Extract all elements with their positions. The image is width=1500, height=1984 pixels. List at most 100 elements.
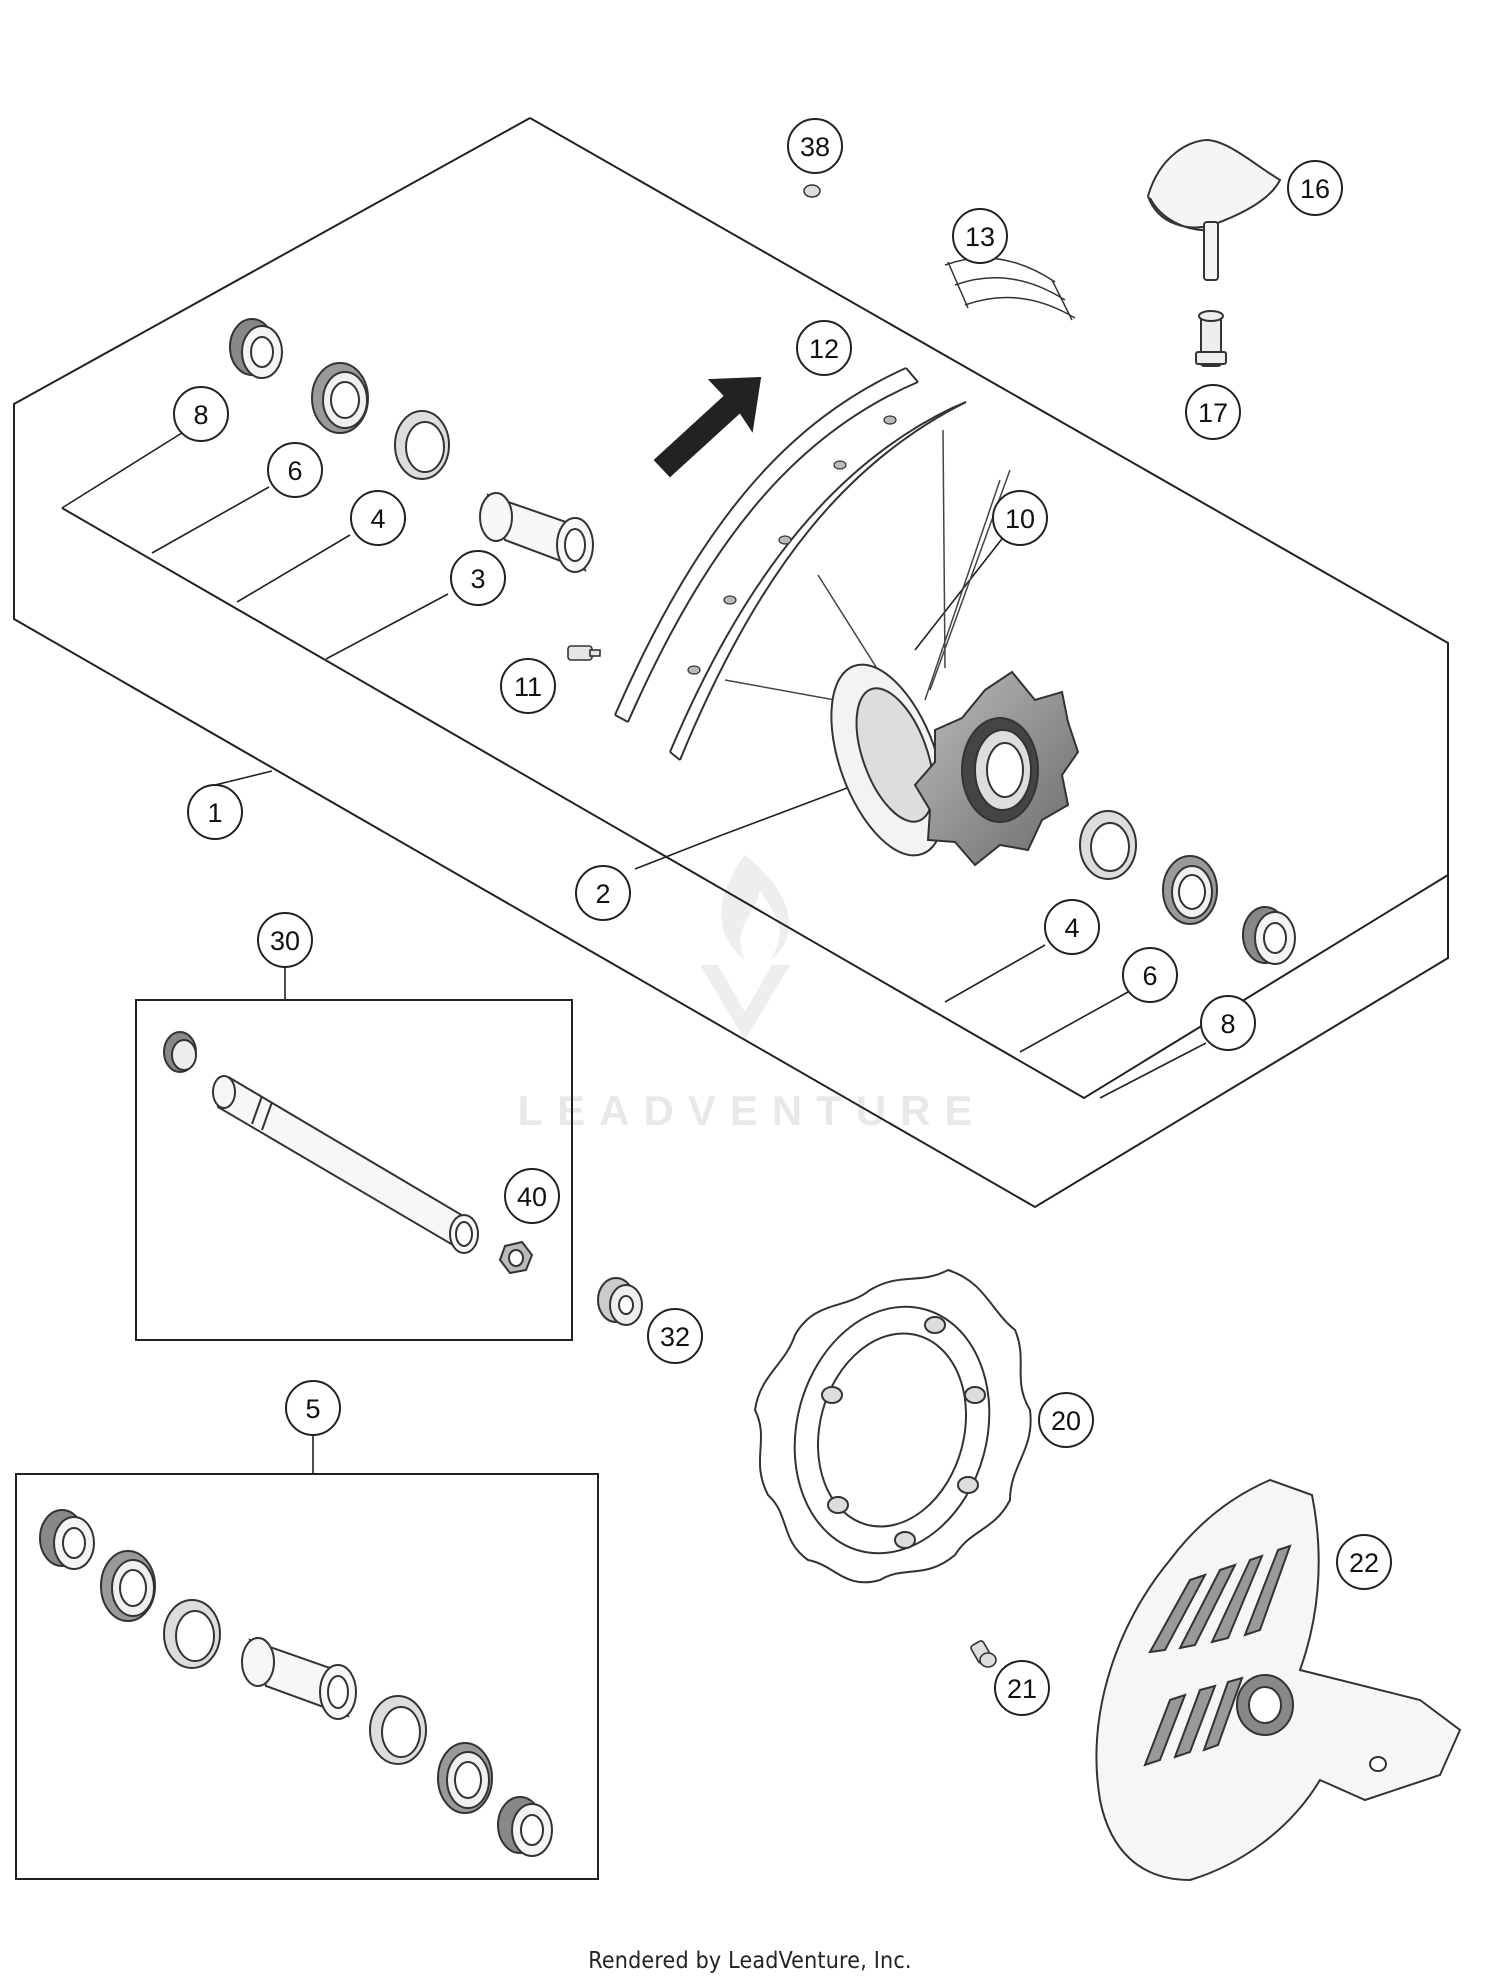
valve-nut-part [1195,310,1227,367]
callout-circle [1336,1534,1392,1590]
callout-circle [257,912,313,968]
callout-circle [504,1168,560,1224]
callout-label: 4 [1064,913,1079,943]
callout-17: 17 [1185,384,1241,440]
callout-label: 17 [1198,398,1228,428]
callout-5: 5 [285,1380,341,1436]
callout-1: 1 [187,784,243,840]
axle-bushing-part [163,1031,197,1073]
callout-circle [992,490,1048,546]
callout-circle [1287,160,1343,216]
callout-label: 32 [660,1322,690,1352]
brake-disc-part [753,1268,1032,1584]
callout-12: 12 [796,320,852,376]
callout-6: 6 [1122,947,1178,1003]
callout-20: 20 [1038,1392,1094,1448]
callout-label: 3 [470,564,485,594]
rim-screw-part [567,645,601,661]
callout-4: 4 [1044,899,1100,955]
callout-circle [267,442,323,498]
kit-spacer-2-part [497,1796,553,1857]
callout-11: 11 [500,658,556,714]
callout-circle [647,1308,703,1364]
callout-22: 22 [1336,1534,1392,1590]
callout-label: 22 [1349,1548,1379,1578]
callout-32: 32 [647,1308,703,1364]
callout-6: 6 [267,442,323,498]
kit-spacer-sleeve-part [241,1637,357,1720]
callout-circle [796,320,852,376]
callout-circle [1038,1392,1094,1448]
callout-circle [994,1660,1050,1716]
callout-3: 3 [450,550,506,606]
rim-tape-part [944,257,1076,321]
bearing-part [394,410,450,480]
callout-2: 2 [575,865,631,921]
callout-circle [1200,995,1256,1051]
callout-circle [1044,899,1100,955]
callout-circle [1122,947,1178,1003]
rotation-arrow [653,376,762,478]
callout-4: 4 [350,490,406,546]
spacer-part [229,318,283,379]
callout-label: 38 [800,132,830,162]
brake-disc-guard-part [1095,1478,1462,1882]
callout-8: 8 [1200,995,1256,1051]
callout-label: 6 [1142,961,1157,991]
wheel-assembly-frame [13,117,1449,1209]
callout-circle [173,386,229,442]
disc-screw-part [970,1640,997,1668]
callout-label: 16 [1300,174,1330,204]
rim-lock-part [1146,138,1282,281]
bearing-right-part [1079,810,1137,880]
rim-spoke-holes [687,415,897,675]
callout-38: 38 [787,118,843,174]
shaft-seal-part [311,362,369,434]
callout-label: 8 [1220,1009,1235,1039]
callout-label: 4 [370,504,385,534]
axle-kit-box [135,999,573,1341]
callout-16: 16 [1287,160,1343,216]
callout-label: 1 [207,798,222,828]
rim-part [614,367,967,761]
watermark-logo [700,855,790,1040]
kit-spacer-part [39,1509,95,1570]
callout-21: 21 [994,1660,1050,1716]
callout-circle [1185,384,1241,440]
bearing-kit-box [15,1473,599,1880]
hub-part [830,663,1080,867]
callout-label: 5 [305,1394,320,1424]
callout-label: 20 [1051,1406,1081,1436]
footer-credit: Rendered by LeadVenture, Inc. [588,1948,912,1974]
callout-10: 10 [992,490,1048,546]
callout-label: 21 [1007,1674,1037,1704]
spacer-sleeve-part [479,492,594,573]
nut-part [803,184,821,198]
kit-shaft-seal-2-part [437,1742,493,1814]
callout-label: 12 [809,334,839,364]
callout-circle [350,490,406,546]
spacer-right-part [1242,906,1296,965]
shaft-seal-right-part [1162,855,1218,925]
callout-circle [450,550,506,606]
callout-40: 40 [504,1168,560,1224]
watermark-text: LEADVENTURE [517,1087,986,1134]
callout-circle [285,1380,341,1436]
kit-shaft-seal-part [100,1550,156,1622]
leader-lines [61,430,1207,1474]
callout-label: 8 [193,400,208,430]
callout-8: 8 [173,386,229,442]
callout-circle [952,208,1008,264]
callout-label: 30 [270,926,300,956]
callout-circle [500,658,556,714]
collar-bushing-part [597,1277,643,1326]
callout-label: 40 [517,1182,547,1212]
front-axle-part [212,1075,479,1254]
callout-label: 13 [965,222,995,252]
callout-label: 6 [287,456,302,486]
callout-label: 11 [514,672,542,702]
callout-13: 13 [952,208,1008,264]
callout-circle [575,865,631,921]
